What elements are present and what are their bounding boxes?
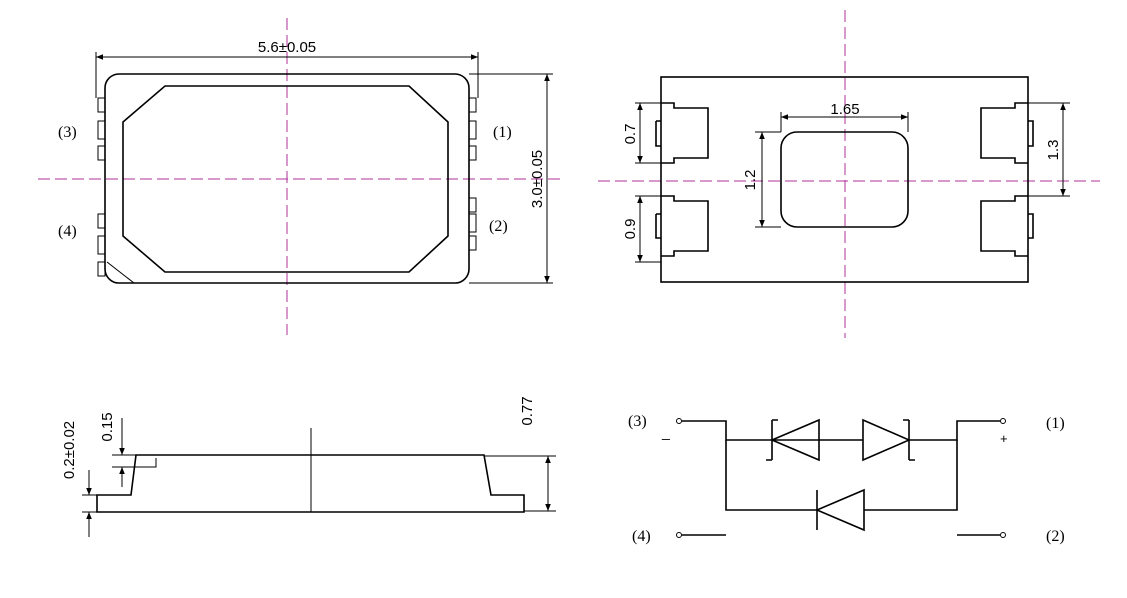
schematic-minus-sign: _ <box>661 424 670 440</box>
width-dimension-label: 5.6±0.05 <box>258 39 316 56</box>
wire-lower-right <box>864 440 958 511</box>
thickness-dimension-label: 0.2±0.02 <box>61 421 78 479</box>
bottom-view-outline <box>660 76 1029 283</box>
side-terminals <box>97 97 477 277</box>
schematic: (3) _ (1) + (4) (2) <box>628 413 1065 545</box>
schematic-terminal-4 <box>676 532 682 538</box>
height-077-dimension-label: 0.77 <box>519 396 536 425</box>
top-view-pin-label-1: (1) <box>493 124 512 141</box>
schematic-terminal-1 <box>1000 418 1006 424</box>
pad-lower-left <box>655 195 709 257</box>
pad-lower-right <box>980 195 1034 257</box>
right-pin-dimension-label: 1.3 <box>1045 140 1062 161</box>
step-dimension-label: 0.15 <box>99 412 116 441</box>
pin1-chamfer-mark <box>106 261 135 284</box>
side-view-step <box>136 458 157 468</box>
top-view-pin-label-3: (3) <box>58 124 77 141</box>
schematic-plus-sign: + <box>1000 431 1008 446</box>
pad-width-dimension-label: 1.65 <box>830 101 859 118</box>
diode-upper-left-cathode <box>766 419 778 461</box>
height-dimension-label: 3.0±0.05 <box>529 150 546 208</box>
pad-height-dimension-label: 1.2 <box>742 170 759 191</box>
schematic-terminal-3 <box>676 418 682 424</box>
wire-pin1 <box>909 420 1000 441</box>
bottom-view: 1.65 1.2 0.7 0.9 1.3 <box>598 10 1100 338</box>
wire-pin3 <box>682 420 772 441</box>
top-view-pin-label-4: (4) <box>58 223 77 240</box>
component-body-outline <box>104 73 470 284</box>
side-view: 0.2±0.02 0.15 0.77 <box>61 396 556 537</box>
top-view: 5.6±0.05 3.0±0.05 (1) (2) (3) (4) <box>38 18 560 335</box>
schematic-pin-label-2: (2) <box>1046 528 1065 545</box>
pad-upper-right <box>980 102 1034 164</box>
schematic-pin-label-1: (1) <box>1046 415 1065 432</box>
top-view-pin-label-2: (2) <box>489 218 508 235</box>
component-lid-octagon <box>122 85 449 273</box>
center-pad <box>780 131 909 228</box>
upper-pin-dimension-label: 0.7 <box>622 124 639 145</box>
wire-lower-left <box>725 440 817 511</box>
diode-upper-right <box>862 418 912 462</box>
diode-lower <box>814 488 865 532</box>
pad-upper-left <box>655 102 709 164</box>
schematic-terminal-2 <box>1000 532 1006 538</box>
schematic-pin-label-4: (4) <box>632 528 651 545</box>
lower-pin-dimension-label: 0.9 <box>622 219 639 240</box>
schematic-pin-label-3: (3) <box>628 413 647 430</box>
